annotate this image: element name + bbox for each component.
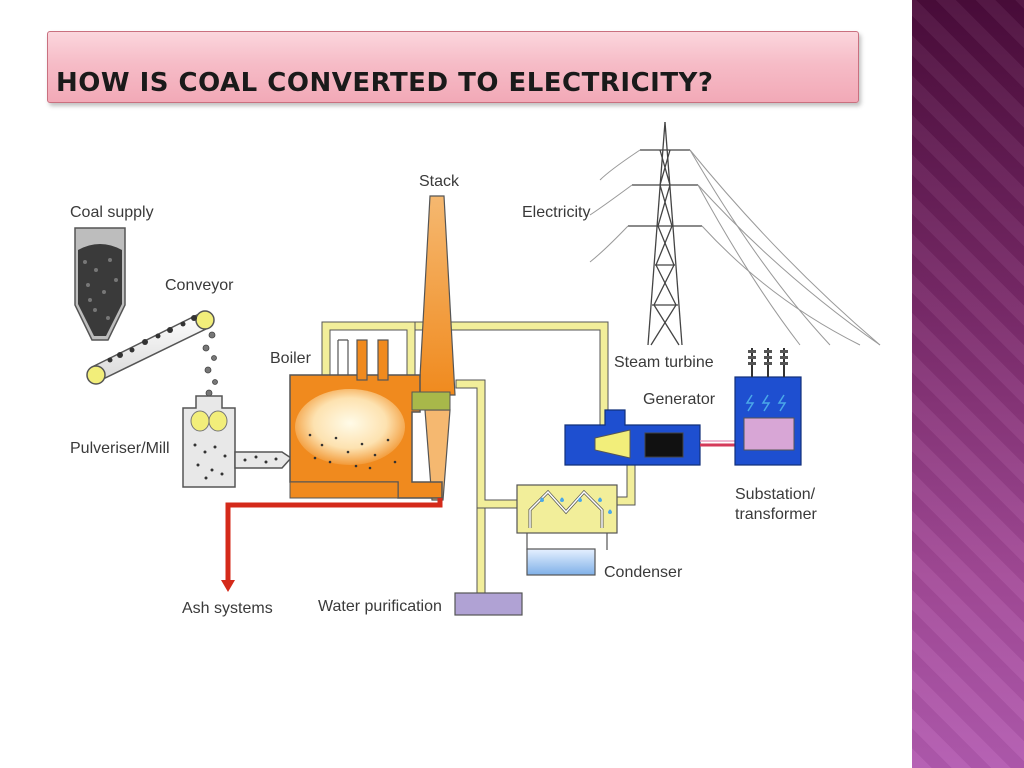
label-conveyor: Conveyor (165, 277, 234, 294)
label-electricity: Electricity (522, 204, 590, 221)
condenser (516, 484, 618, 576)
boiler (289, 339, 451, 499)
ash-line (221, 498, 443, 592)
pulveriser-mill (182, 395, 293, 488)
label-generator: Generator (643, 391, 716, 408)
label-substation: Substation/ (735, 486, 816, 503)
slide-title: HOW IS COAL CONVERTED TO ELECTRICITY? (56, 68, 714, 98)
decorative-side-band (912, 0, 1024, 768)
coal-power-plant-diagram: Coal supply Conveyor Boiler Stack Electr… (70, 121, 881, 617)
stack-chimney (418, 195, 456, 501)
coal-supply-hopper (74, 227, 126, 341)
label-stack: Stack (419, 173, 460, 190)
power-lines (589, 149, 881, 346)
label-ash-systems: Ash systems (182, 600, 273, 617)
electricity-pylon (628, 121, 702, 346)
label-water-purification: Water purification (318, 598, 442, 615)
substation-transformer (734, 348, 802, 466)
label-transformer: transformer (735, 506, 817, 523)
conveyor-belt (86, 310, 218, 407)
label-pulveriser: Pulveriser/Mill (70, 440, 170, 457)
label-condenser: Condenser (604, 564, 683, 581)
label-steam-turbine: Steam turbine (614, 354, 714, 371)
label-coal-supply: Coal supply (70, 204, 154, 221)
water-purification-unit (454, 592, 523, 616)
label-boiler: Boiler (270, 350, 312, 367)
title-bar: HOW IS COAL CONVERTED TO ELECTRICITY? (47, 31, 859, 103)
steam-turbine-generator (564, 409, 735, 466)
